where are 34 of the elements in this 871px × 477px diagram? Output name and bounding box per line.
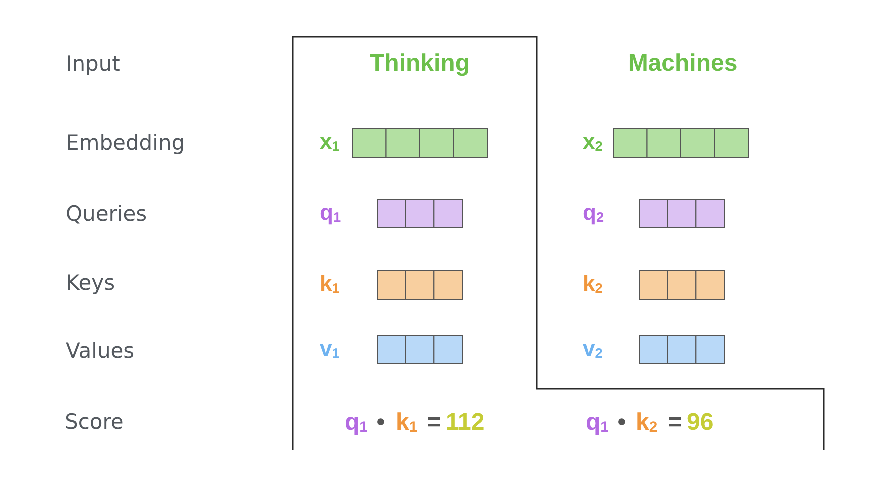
vector-bar xyxy=(352,128,488,158)
vector-label: v$_{2}$ xyxy=(583,336,603,362)
vector-bar xyxy=(639,270,725,300)
score-value: 96 xyxy=(687,409,714,438)
vector-label: x$_{1}$ xyxy=(320,129,340,156)
vector-bar xyxy=(377,199,463,228)
row-label: Embedding xyxy=(66,130,186,156)
vector-label: x$_{2}$ xyxy=(583,129,603,156)
vector-label: q$_{1}$ xyxy=(320,200,342,226)
vector-bar xyxy=(613,128,749,158)
word-label: Thinking xyxy=(370,50,470,79)
vector-label: v$_{1}$ xyxy=(320,336,340,362)
row-label: Input xyxy=(66,52,120,78)
vector-bar xyxy=(639,199,725,228)
dot-operator: • xyxy=(618,409,626,438)
word-label: Machines xyxy=(628,50,738,79)
key-term: k$_{2}$ xyxy=(636,409,658,438)
vector-bar xyxy=(377,335,463,364)
score-value: 112 xyxy=(446,409,485,438)
vector-label: k$_{1}$ xyxy=(320,271,340,298)
query-term: q$_{1}$ xyxy=(345,409,368,438)
vector-label: q$_{2}$ xyxy=(583,200,604,226)
row-label: Keys xyxy=(66,270,116,296)
dot-operator: • xyxy=(376,409,386,438)
vector-bar xyxy=(639,335,725,364)
equals-sign: = xyxy=(668,409,682,438)
vector-bar xyxy=(377,270,463,300)
row-label: Values xyxy=(66,338,135,364)
row-label: Queries xyxy=(66,202,148,228)
key-term: k$_{1}$ xyxy=(396,409,418,438)
vector-label: k$_{2}$ xyxy=(583,271,603,298)
query-term: q$_{1}$ xyxy=(586,409,609,438)
equals-sign: = xyxy=(427,409,441,438)
row-label: Score xyxy=(65,410,124,436)
